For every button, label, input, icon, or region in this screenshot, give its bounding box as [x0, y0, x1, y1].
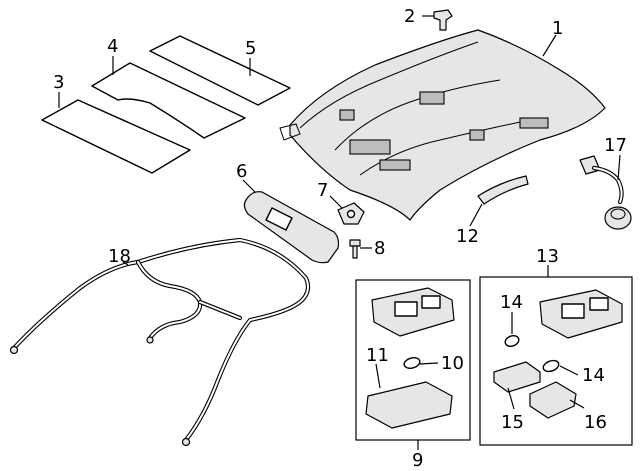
part-5-pad: [149, 35, 291, 106]
part-8-screw: [349, 239, 361, 259]
callout-6: 6: [236, 161, 247, 182]
callout-3: 3: [53, 72, 64, 93]
callout-10: 10: [441, 353, 464, 374]
part-14-bulb-a: [504, 335, 520, 347]
part-11-lens: [365, 381, 453, 429]
callout-16: 16: [584, 412, 607, 433]
callout-15: 15: [501, 412, 524, 433]
room-lamp-housing-13: [539, 289, 623, 339]
part-15-lens: [493, 361, 541, 393]
callout-1: 1: [552, 18, 563, 39]
callout-18: 18: [108, 246, 131, 267]
callout-7: 7: [317, 180, 328, 201]
part-14-bulb-b: [542, 359, 560, 373]
part-1-headliner: [279, 29, 606, 221]
callout-11: 11: [366, 345, 389, 366]
part-4-pad: [91, 62, 246, 139]
callout-2: 2: [404, 6, 415, 27]
part-10-bulb: [403, 357, 421, 369]
part-2-clip: [433, 9, 453, 31]
callout-13: 13: [536, 246, 559, 267]
callout-12: 12: [456, 226, 479, 247]
callout-5: 5: [245, 38, 256, 59]
part-17-connector: [579, 155, 632, 230]
leader-lines: [58, 15, 621, 450]
part-12-grab-handle: [477, 175, 529, 205]
part-6-sun-visor: [243, 191, 340, 264]
part-18-wiring-harness: [9, 237, 311, 447]
callout-14b: 14: [582, 365, 605, 386]
part-16-lens: [529, 381, 577, 419]
callout-17: 17: [604, 135, 627, 156]
part-3-pad: [41, 99, 191, 174]
callout-14a: 14: [500, 292, 523, 313]
box-13-room-lamp-assy: [479, 276, 633, 446]
map-lamp-housing-9: [371, 287, 455, 337]
callout-8: 8: [374, 238, 385, 259]
callout-4: 4: [107, 36, 118, 57]
callout-9: 9: [412, 450, 423, 471]
box-9-map-lamp-assy: [355, 279, 471, 441]
part-7-visor-holder: [337, 202, 365, 225]
